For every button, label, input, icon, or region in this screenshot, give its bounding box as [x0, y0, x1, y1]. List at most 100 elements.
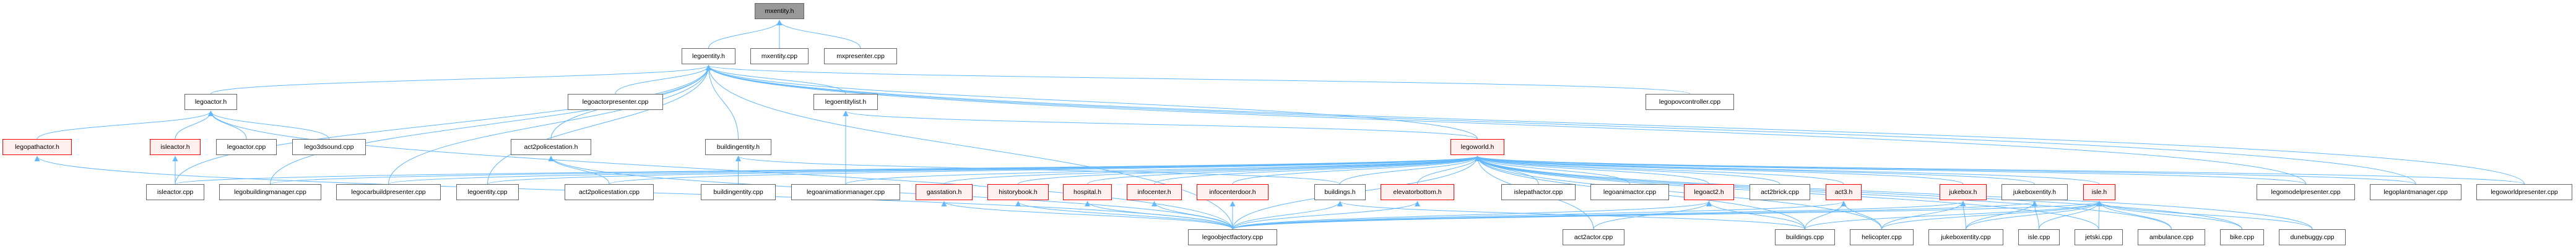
edge-act2brick-cpp-to-legoworld-h: [1475, 156, 1780, 185]
graph-node-mxentity-h: mxentity.h: [755, 3, 804, 19]
graph-node-act2policestation-cpp[interactable]: act2policestation.cpp: [565, 184, 654, 200]
graph-node-act2actor-cpp[interactable]: act2actor.cpp: [1563, 229, 1624, 245]
edge-legocarbuildpresenter-cpp-to-legoentity-h: [388, 65, 711, 185]
edge-buildings-cpp-to-isle-h: [1805, 201, 2102, 230]
graph-node-label: isle.h: [2091, 188, 2107, 196]
edge-legoplantmanager-cpp-to-legoworld-h: [1475, 156, 2416, 185]
graph-node-label: act2actor.cpp: [1574, 234, 1613, 241]
graph-node-legoentity-h[interactable]: legoentity.h: [682, 48, 735, 64]
graph-node-buildingentity-h[interactable]: buildingentity.h: [705, 139, 771, 155]
graph-node-jukeboxentity-h[interactable]: jukeboxentity.h: [2001, 184, 2068, 200]
graph-node-legoworld-h[interactable]: legoworld.h: [1451, 139, 1504, 155]
graph-node-label: mxentity.h: [765, 7, 794, 15]
graph-node-legoworldpresenter-cpp[interactable]: legoworldpresenter.cpp: [2476, 184, 2572, 200]
graph-node-helicopter-cpp[interactable]: helicopter.cpp: [1850, 229, 1914, 245]
graph-node-label: bike.cpp: [2229, 234, 2255, 241]
graph-node-infocenterdoor-h[interactable]: infocenterdoor.h: [1197, 184, 1268, 200]
graph-node-gasstation-h[interactable]: gasstation.h: [916, 184, 973, 200]
graph-node-isleactor-h[interactable]: isleactor.h: [150, 139, 201, 155]
graph-node-label: legocarbuildpresenter.cpp: [351, 188, 426, 196]
edge-bike-cpp-to-isle-h: [2096, 201, 2242, 230]
graph-node-legoanimationmanager-cpp[interactable]: legoanimationmanager.cpp: [791, 184, 900, 200]
edge-legoentity-h-to-mxentity-h: [708, 20, 783, 49]
edge-legomodelpresenter-cpp-to-legoworld-h: [1475, 156, 2306, 185]
graph-node-legoplantmanager-cpp[interactable]: legoplantmanager.cpp: [2370, 184, 2461, 200]
edge-isleactor-cpp-to-legoentity-h: [175, 65, 711, 185]
edge-ambulance-cpp-to-isle-h: [2096, 201, 2172, 230]
graph-node-legoactor-h[interactable]: legoactor.h: [184, 94, 237, 110]
graph-node-jukebox-h[interactable]: jukebox.h: [1940, 184, 1987, 200]
graph-node-legoactor-cpp[interactable]: legoactor.cpp: [216, 139, 277, 155]
graph-node-label: legoentity.cpp: [467, 188, 508, 196]
edge-dunebuggy-cpp-to-isle-h: [2096, 201, 2313, 230]
graph-node-label: legomodelpresenter.cpp: [2271, 188, 2341, 196]
graph-node-label: isle.cpp: [2027, 234, 2050, 241]
graph-node-label: jukeboxentity.h: [2013, 188, 2057, 196]
graph-node-label: legopathactor.h: [15, 143, 59, 151]
graph-node-isle-h[interactable]: isle.h: [2083, 184, 2115, 200]
graph-node-isleactor-cpp[interactable]: isleactor.cpp: [146, 184, 204, 200]
edge-legoobjectfactory-cpp-to-legoact2-h: [1232, 201, 1712, 230]
graph-node-label: ambulance.cpp: [2149, 234, 2194, 241]
edge-buildingentity-h-to-legoentity-h: [706, 65, 739, 140]
edge-buildings-cpp-to-buildings-h: [1337, 201, 1805, 230]
graph-node-jukeboxentity-cpp[interactable]: jukeboxentity.cpp: [1928, 229, 2003, 245]
edge-buildings-cpp-to-legoact2-h: [1706, 201, 1805, 230]
graph-node-legoobjectfactory-cpp[interactable]: legoobjectfactory.cpp: [1188, 229, 1277, 245]
graph-node-label: act2policestation.h: [524, 143, 578, 151]
graph-node-hospital-h[interactable]: hospital.h: [1063, 184, 1112, 200]
graph-node-buildingentity-cpp[interactable]: buildingentity.cpp: [701, 184, 776, 200]
graph-node-legoentity-cpp[interactable]: legoentity.cpp: [456, 184, 519, 200]
graph-node-buildings-cpp[interactable]: buildings.cpp: [1775, 229, 1835, 245]
graph-node-legomodelpresenter-cpp[interactable]: legomodelpresenter.cpp: [2257, 184, 2355, 200]
edge-helicopter-cpp-to-jukebox-h: [1881, 201, 1966, 230]
graph-node-lego3dsound-cpp[interactable]: lego3dsound.cpp: [292, 139, 366, 155]
graph-node-dunebuggy-cpp[interactable]: dunebuggy.cpp: [2279, 229, 2346, 245]
graph-node-label: helicopter.cpp: [1862, 234, 1902, 241]
graph-node-act2brick-cpp[interactable]: act2brick.cpp: [1750, 184, 1810, 200]
edge-legopathactor-h-to-legoactor-h: [37, 111, 214, 140]
graph-node-act2policestation-h[interactable]: act2policestation.h: [511, 139, 591, 155]
graph-node-mxpresenter-cpp[interactable]: mxpresenter.cpp: [824, 48, 897, 64]
edge-legobuildingmanager-cpp-to-legoworld-h: [270, 156, 1480, 185]
edge-act3-h-to-legoworld-h: [1475, 156, 1844, 185]
edge-helicopter-cpp-to-act3-h: [1841, 201, 1882, 230]
graph-node-label: legoactorpresenter.cpp: [582, 98, 649, 106]
graph-node-label: dunebuggy.cpp: [2290, 234, 2335, 241]
graph-node-historybook-h[interactable]: historybook.h: [987, 184, 1049, 200]
graph-node-act3-h[interactable]: act3.h: [1826, 184, 1862, 200]
graph-node-label: legoworldpresenter.cpp: [2491, 188, 2558, 196]
graph-node-ambulance-cpp[interactable]: ambulance.cpp: [2138, 229, 2205, 245]
graph-node-legobuildingmanager-cpp[interactable]: legobuildingmanager.cpp: [219, 184, 321, 200]
edge-lego3dsound-cpp-to-legoactor-h: [208, 111, 329, 140]
graph-node-bike-cpp[interactable]: bike.cpp: [2220, 229, 2264, 245]
edge-legopovcontroller-cpp-to-legoentity-h: [706, 65, 1690, 95]
edge-infocenterdoor-h-to-legoworld-h: [1232, 156, 1480, 185]
graph-node-label: legoentitylist.h: [825, 98, 867, 106]
edge-isleactor-h-to-legoactor-h: [175, 111, 214, 140]
graph-node-infocenter-h[interactable]: infocenter.h: [1127, 184, 1182, 200]
graph-node-legoanimactor-cpp[interactable]: legoanimactor.cpp: [1590, 184, 1669, 200]
edge-buildings-h-to-legoworld-h: [1340, 156, 1480, 185]
graph-node-buildings-h[interactable]: buildings.h: [1314, 184, 1366, 200]
edge-legoworld-h-to-legoentity-h: [706, 65, 1478, 140]
edge-legoobjectfactory-cpp-to-legoactor-h: [208, 111, 1233, 230]
graph-node-mxentity-cpp[interactable]: mxentity.cpp: [750, 48, 809, 64]
graph-node-label: infocenter.h: [1137, 188, 1171, 196]
graph-node-islepathactor-cpp[interactable]: islepathactor.cpp: [1501, 184, 1576, 200]
edge-legoactor-cpp-to-legoactor-h: [208, 111, 247, 140]
graph-node-jetski-cpp[interactable]: jetski.cpp: [2075, 229, 2123, 245]
graph-node-legoact2-h[interactable]: legoact2.h: [1684, 184, 1734, 200]
graph-node-legopovcontroller-cpp[interactable]: legopovcontroller.cpp: [1646, 94, 1734, 110]
graph-node-isle-cpp[interactable]: isle.cpp: [2018, 229, 2060, 245]
graph-node-legoactorpresenter-cpp[interactable]: legoactorpresenter.cpp: [568, 94, 663, 110]
edge-legoact2-h-to-legoworld-h: [1475, 156, 1709, 185]
graph-node-elevatorbottom-h[interactable]: elevatorbottom.h: [1381, 184, 1454, 200]
graph-node-legoentitylist-h[interactable]: legoentitylist.h: [813, 94, 878, 110]
edge-legoobjectfactory-cpp-to-buildings-h: [1232, 201, 1343, 230]
edge-legoobjectfactory-cpp-to-infocenter-h: [1151, 201, 1233, 230]
graph-node-legopathactor-h[interactable]: legopathactor.h: [2, 139, 72, 155]
graph-node-legocarbuildpresenter-cpp[interactable]: legocarbuildpresenter.cpp: [336, 184, 441, 200]
graph-node-label: legoactor.h: [194, 98, 227, 106]
